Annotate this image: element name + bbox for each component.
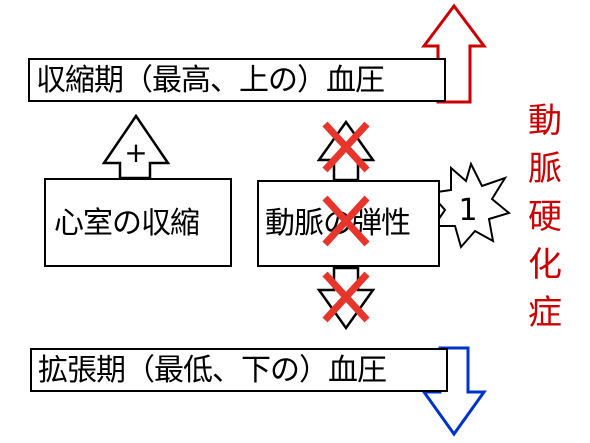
arteriosclerosis-char-5: 症 xyxy=(528,293,562,333)
elasticity-down-arrow-icon xyxy=(316,266,376,331)
systolic-pressure-label: 収縮期（最高、上の）血圧 xyxy=(36,63,385,98)
ventricle-contraction-box: 心室の収縮 xyxy=(44,178,232,267)
arterial-elasticity-label: 動脈の弾性 xyxy=(265,206,411,241)
ventricle-up-arrow-icon xyxy=(101,113,171,180)
ventricle-contraction-label: 心室の収縮 xyxy=(54,206,200,241)
diastolic-down-arrow-icon xyxy=(421,346,487,437)
elasticity-up-arrow-icon xyxy=(316,119,376,182)
arteriosclerosis-char-4: 化 xyxy=(528,245,562,285)
burst-number: 1 xyxy=(458,193,477,228)
arteriosclerosis-char-3: 硬 xyxy=(528,197,562,237)
systolic-pressure-box: 収縮期（最高、上の）血圧 xyxy=(28,58,446,102)
diastolic-pressure-label: 拡張期（最低、下の）血圧 xyxy=(38,353,387,388)
diastolic-pressure-box: 拡張期（最低、下の）血圧 xyxy=(30,348,448,392)
plus-sign: + xyxy=(124,136,147,169)
burst-icon xyxy=(428,161,512,250)
arteriosclerosis-char-1: 動 xyxy=(528,101,562,141)
arterial-elasticity-box: 動脈の弾性 xyxy=(257,180,440,267)
arteriosclerosis-char-2: 脈 xyxy=(528,149,562,189)
